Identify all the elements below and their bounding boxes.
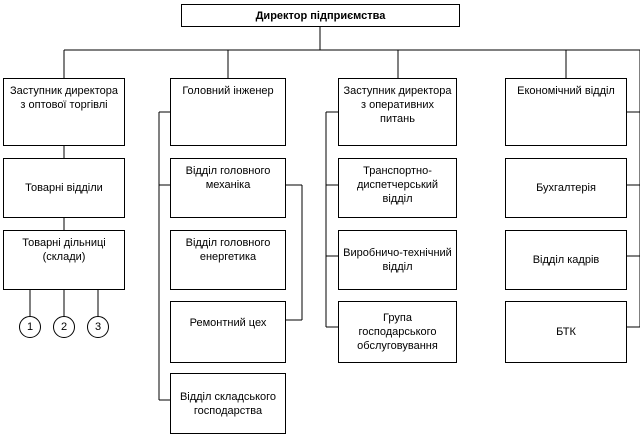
accounting-label: Бухгалтерія xyxy=(536,182,596,194)
chief-mechanic-department-box: Відділ головного механіка xyxy=(170,158,286,218)
warehouse-circle-3-label: 3 xyxy=(94,321,102,333)
commodity-departments-label: Товарні відділи xyxy=(25,182,103,194)
chief-mechanic-department-label: Відділ головного механіка xyxy=(185,165,271,191)
chief-power-engineer-department-label: Відділ головного енергетика xyxy=(185,237,271,263)
transport-dispatch-department-label: Транспортно-диспетчерський відділ xyxy=(356,165,439,205)
warehouse-department-label: Відділ складського господарства xyxy=(179,390,277,417)
transport-dispatch-department-box: Транспортно-диспетчерський відділ xyxy=(338,158,457,218)
quality-control-box: БТК xyxy=(505,301,627,363)
commodity-sections-label: Товарні дільниці (склади) xyxy=(22,237,106,263)
deputy-operations-label: Заступник директора з оперативних питань xyxy=(343,85,452,125)
hr-department-label: Відділ кадрів xyxy=(532,254,600,266)
accounting-box: Бухгалтерія xyxy=(505,158,627,218)
warehouse-circle-2-label: 2 xyxy=(60,321,68,333)
deputy-wholesale-label: Заступник директора з оптової торгівлі xyxy=(10,85,118,111)
warehouse-circle-1-label: 1 xyxy=(26,321,34,333)
repair-shop-label: Ремонтний цех xyxy=(189,317,267,329)
warehouse-circle-3: 3 xyxy=(87,316,109,338)
production-technical-department-box: Виробничо-технічний відділ xyxy=(338,230,457,290)
maintenance-group-box: Група господарського обслуговування xyxy=(338,301,457,363)
production-technical-department-label: Виробничо-технічний відділ xyxy=(343,247,452,273)
deputy-wholesale-box: Заступник директора з оптової торгівлі xyxy=(3,78,125,146)
chief-engineer-box: Головний інженер xyxy=(170,78,286,146)
director-label: Директор підприємства xyxy=(255,9,386,22)
economic-department-label: Економічний відділ xyxy=(517,85,615,97)
director-box: Директор підприємства xyxy=(181,4,460,27)
quality-control-label: БТК xyxy=(556,326,576,338)
warehouse-circle-1: 1 xyxy=(19,316,41,338)
chief-power-engineer-department-box: Відділ головного енергетика xyxy=(170,230,286,290)
commodity-departments-box: Товарні відділи xyxy=(3,158,125,218)
hr-department-box: Відділ кадрів xyxy=(505,230,627,290)
commodity-sections-box: Товарні дільниці (склади) xyxy=(3,230,125,290)
warehouse-department-box: Відділ складського господарства xyxy=(170,373,286,434)
maintenance-group-label: Група господарського обслуговування xyxy=(357,312,438,352)
chief-engineer-label: Головний інженер xyxy=(182,85,274,97)
warehouse-circle-2: 2 xyxy=(53,316,75,338)
repair-shop-box: Ремонтний цех xyxy=(170,301,286,363)
deputy-operations-box: Заступник директора з оперативних питань xyxy=(338,78,457,146)
economic-department-box: Економічний відділ xyxy=(505,78,627,146)
